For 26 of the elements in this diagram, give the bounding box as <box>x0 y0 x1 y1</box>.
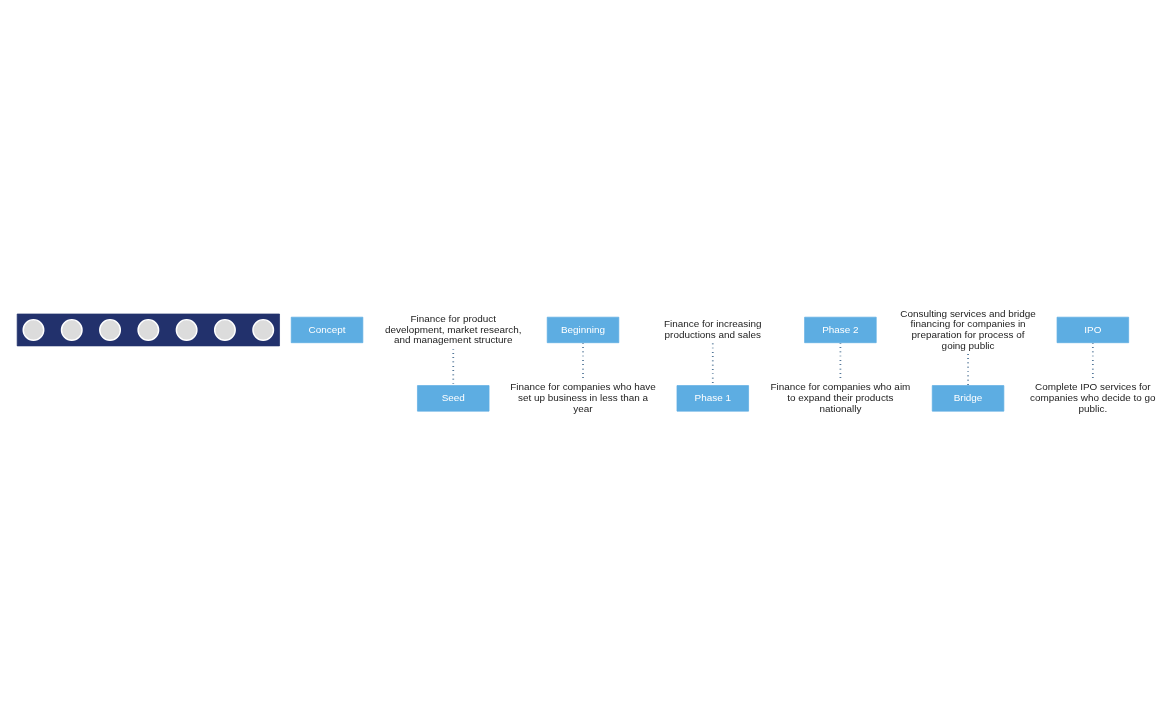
node-text: Finance for increasing productions and sales <box>664 318 762 340</box>
node-text: Finance for companies who have set up business in less than a year <box>510 381 656 414</box>
cluster <box>16 313 280 347</box>
node-box: Beginning <box>546 316 620 344</box>
node-text: Complete IPO services for companies who decide to go public. <box>1030 381 1156 414</box>
node-circle <box>213 318 236 341</box>
node-text: Finance for product development, market research, and management structure <box>384 312 522 346</box>
node-circle <box>60 318 83 341</box>
connector <box>967 353 969 387</box>
node-box: Phase 1 <box>676 385 749 412</box>
node-circle <box>252 318 275 341</box>
node-text: Consulting services and bridge financing for companies in preparation for process of going public <box>900 307 1036 351</box>
node-box: Seed <box>417 385 490 412</box>
node-box: Phase 2 <box>804 316 877 344</box>
connector <box>582 342 584 381</box>
node-circle <box>175 318 198 341</box>
node-text: Finance for companies who aim to expand their products nationally <box>770 381 911 414</box>
node-circle <box>137 318 160 341</box>
connector <box>452 348 455 387</box>
node-box: Bridge <box>931 385 1005 412</box>
node-circle <box>22 318 45 341</box>
connector <box>1091 342 1094 381</box>
node-box: IPO <box>1056 316 1129 344</box>
node-circle <box>99 318 122 341</box>
node-box: Concept <box>290 316 364 344</box>
connector <box>839 342 842 381</box>
